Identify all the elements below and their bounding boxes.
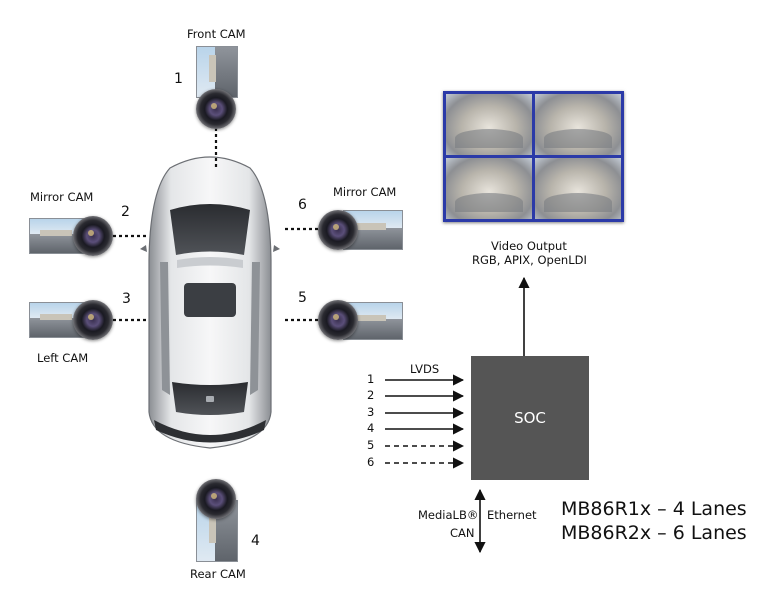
mirror-right-camera-lens-icon <box>318 210 358 250</box>
front-cam-label: Front CAM <box>187 27 246 41</box>
mirror-right-cam-label: Mirror CAM <box>333 185 397 199</box>
model-r1x-lanes: MB86R1x – 4 Lanes <box>561 498 747 520</box>
bus-can-label: CAN <box>450 526 475 540</box>
soc-block: SOC <box>471 356 589 480</box>
lvds-input-3-number: 3 <box>367 405 375 419</box>
rear-cam-label: Rear CAM <box>190 567 246 581</box>
mirror-right-cam-feed-thumbnail <box>343 210 403 250</box>
left-cam-feed-thumbnail <box>29 302 89 338</box>
lvds-input-1-number: 1 <box>367 372 375 386</box>
lvds-title: LVDS <box>410 362 440 376</box>
lvds-input-4-number: 4 <box>367 421 375 435</box>
video-output-display <box>443 91 624 222</box>
front-cam-feed-thumbnail <box>196 46 238 98</box>
car-top-view <box>140 156 280 449</box>
soc-label: SOC <box>514 409 546 427</box>
video-pane-right <box>535 158 621 219</box>
video-output-title: Video Output <box>491 239 567 253</box>
mirror-left-cam-number: 2 <box>121 204 130 220</box>
model-r2x-lanes: MB86R2x – 6 Lanes <box>561 522 747 544</box>
mirror-right-cam-number: 6 <box>298 197 307 213</box>
lvds-input-5-number: 5 <box>367 438 375 452</box>
right-camera-lens-icon <box>318 300 358 340</box>
bus-medialb-label: MediaLB® <box>418 508 479 522</box>
video-pane-front <box>446 94 532 155</box>
mirror-left-camera-lens-icon <box>73 216 113 256</box>
left-camera-lens-icon <box>73 300 113 340</box>
bus-ethernet-label: Ethernet <box>487 508 537 522</box>
mirror-left-cam-label: Mirror CAM <box>30 190 94 204</box>
left-cam-label: Left CAM <box>37 351 89 365</box>
video-output-formats: RGB, APIX, OpenLDI <box>472 253 587 267</box>
left-cam-number: 3 <box>122 291 131 307</box>
front-cam-number: 1 <box>174 71 183 87</box>
front-camera-lens-icon <box>196 89 236 129</box>
lvds-input-6-number: 6 <box>367 455 375 469</box>
lvds-input-2-number: 2 <box>367 388 375 402</box>
rear-cam-number: 4 <box>251 533 260 549</box>
rear-camera-lens-icon <box>196 479 236 519</box>
video-pane-left <box>446 158 532 219</box>
video-pane-rear <box>535 94 621 155</box>
right-cam-number: 5 <box>298 290 307 306</box>
